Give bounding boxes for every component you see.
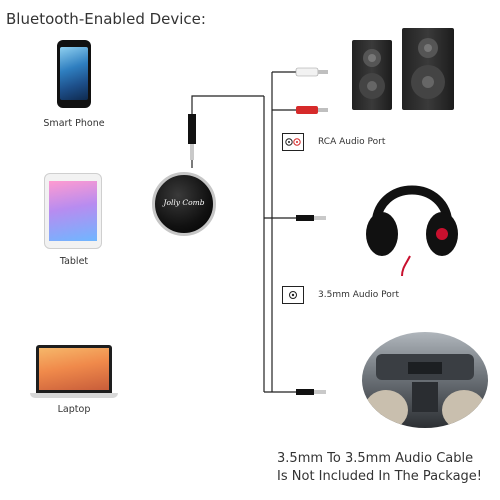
rca-white-plug <box>295 67 319 77</box>
speaker-right-image <box>402 28 454 110</box>
device-label-laptop: Laptop <box>57 404 91 415</box>
aux-plug-car <box>296 389 314 395</box>
laptop-base <box>30 393 118 398</box>
rca-red-plug <box>296 106 318 114</box>
smartphone-image <box>57 40 91 108</box>
laptop-image <box>36 345 112 393</box>
rca-port-icon <box>282 133 304 151</box>
aux-plug-headphones <box>296 215 314 221</box>
aux-port-icon <box>282 286 304 304</box>
bluetooth-receiver <box>152 172 216 236</box>
device-label-smartphone: Smart Phone <box>43 118 105 129</box>
speaker-left-image <box>352 40 392 110</box>
port-label-aux: 3.5mm Audio Port <box>318 290 399 300</box>
page-title: Bluetooth-Enabled Device: <box>6 10 206 28</box>
notice-line-1: 3.5mm To 3.5mm Audio Cable <box>277 451 474 466</box>
cable-notice: 3.5mm To 3.5mm Audio Cable Is Not Includ… <box>277 450 482 486</box>
tablet-image <box>44 173 102 249</box>
notice-line-2: Is Not Included In The Package! <box>277 469 482 484</box>
device-label-tablet: Tablet <box>59 256 89 267</box>
receiver-brand: Jolly Comb <box>163 198 205 207</box>
headphones-image <box>366 185 458 276</box>
receiver-plug <box>188 114 196 144</box>
car-interior-image <box>362 332 488 428</box>
port-label-rca: RCA Audio Port <box>318 137 386 147</box>
